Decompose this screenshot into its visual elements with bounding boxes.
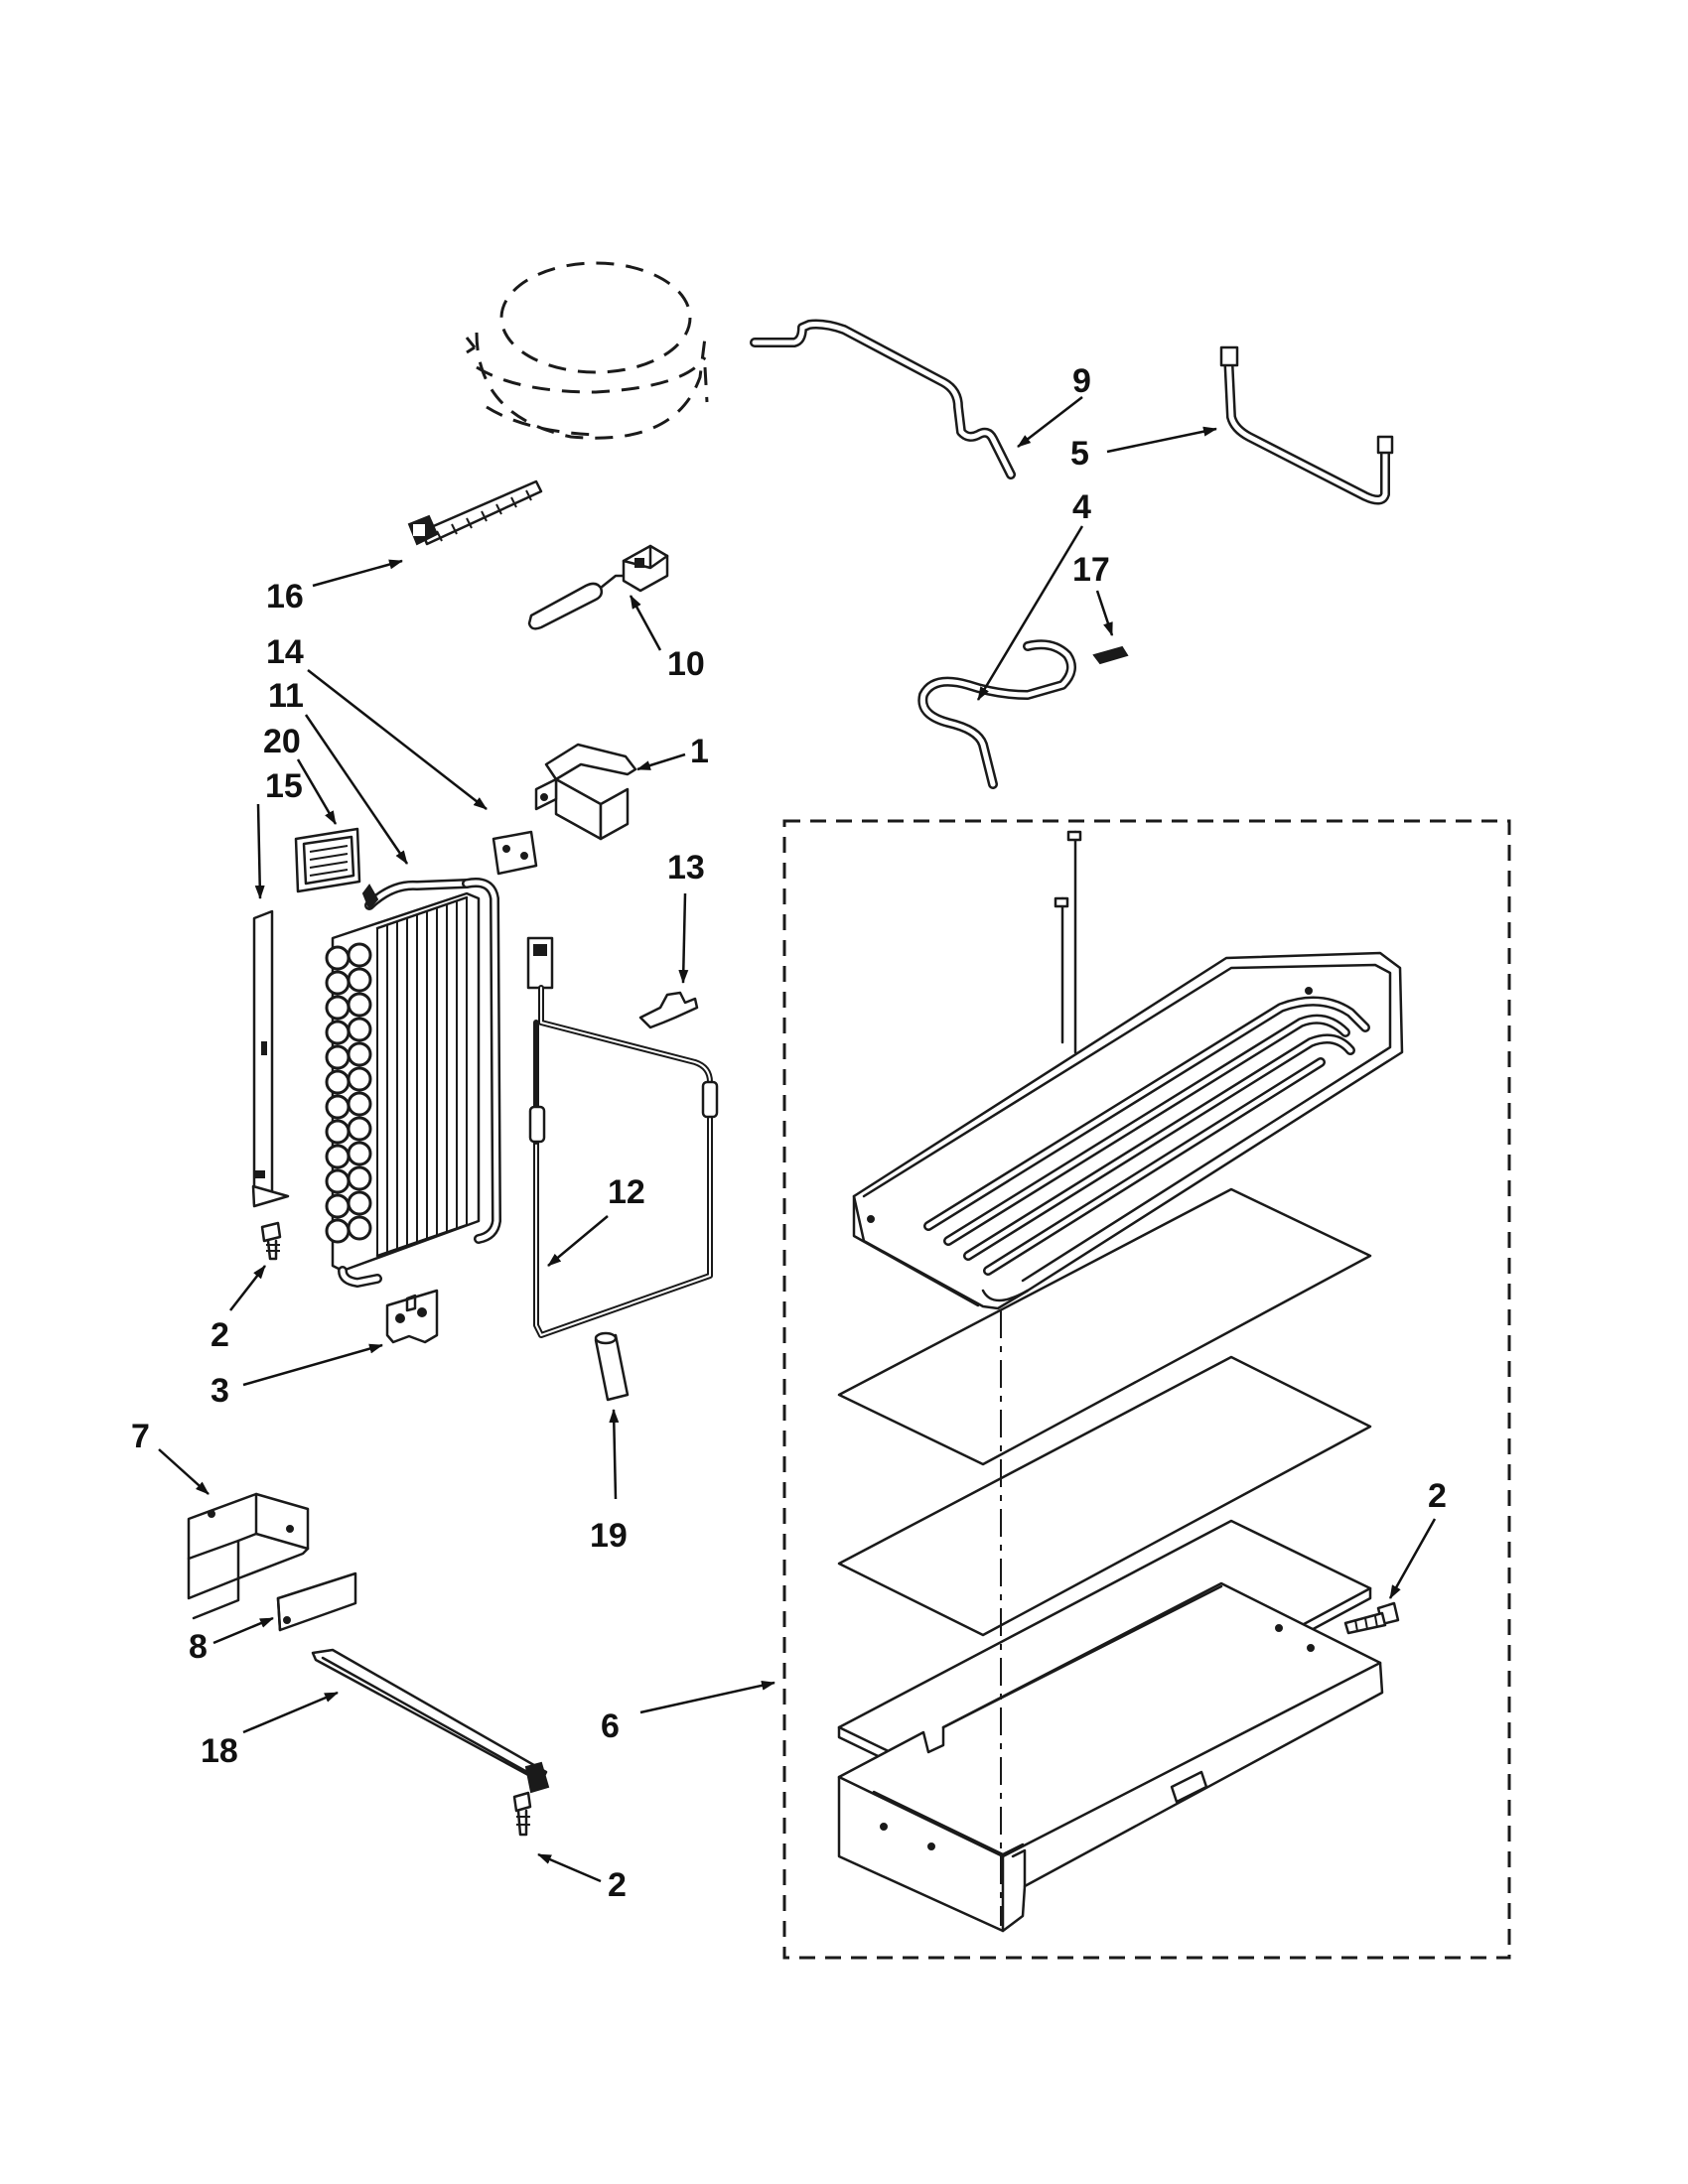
- leader-lines: [158, 396, 1437, 1883]
- callout-15: 15: [265, 767, 303, 805]
- callout-8: 8: [189, 1628, 208, 1666]
- callout-labels: 9 5 4 17 16 10 14 11 20 15 1 13 12 2 3 1…: [131, 362, 1447, 1904]
- callout-5: 5: [1070, 435, 1089, 473]
- callout-6: 6: [601, 1707, 620, 1745]
- callout-2-right: 2: [1428, 1477, 1447, 1515]
- part-7-bracket-box[interactable]: [187, 1492, 310, 1620]
- part-14-plate[interactable]: [492, 830, 538, 876]
- callout-17: 17: [1072, 551, 1110, 589]
- part-2-screw-bottom[interactable]: [512, 1791, 532, 1837]
- part-6-drain-pan-assembly[interactable]: [782, 819, 1511, 1960]
- part-15-strip[interactable]: [251, 909, 290, 1208]
- compressor-phantom: [465, 261, 709, 440]
- part-10-thermistor[interactable]: [527, 544, 669, 630]
- callout-11: 11: [268, 677, 304, 715]
- part-18-rail[interactable]: [311, 1648, 550, 1794]
- callout-18: 18: [201, 1732, 238, 1770]
- callout-16: 16: [266, 578, 304, 615]
- callout-7: 7: [131, 1418, 150, 1455]
- callout-14: 14: [266, 633, 304, 671]
- callout-4: 4: [1072, 488, 1091, 526]
- part-3-bracket[interactable]: [385, 1289, 439, 1344]
- part-20-pad[interactable]: [294, 827, 361, 893]
- callout-3: 3: [211, 1372, 229, 1410]
- callout-1: 1: [690, 733, 709, 770]
- part-17-clip[interactable]: [1092, 645, 1129, 665]
- callout-20: 20: [263, 723, 301, 760]
- part-5-tube[interactable]: [1219, 345, 1394, 505]
- callout-9: 9: [1072, 362, 1091, 400]
- part-16-cable-tie[interactable]: [407, 479, 543, 546]
- evaporator-fins: [375, 895, 469, 1258]
- part-12-heater-harness[interactable]: [526, 936, 719, 1338]
- callout-13: 13: [667, 849, 705, 887]
- part-1-bracket[interactable]: [534, 743, 637, 841]
- part-2-screw-right[interactable]: [1343, 1601, 1400, 1635]
- part-19-sleeve[interactable]: [594, 1331, 630, 1402]
- part-11-evaporator[interactable]: [325, 878, 501, 1288]
- callout-10: 10: [667, 645, 705, 683]
- callout-2-left: 2: [211, 1316, 229, 1354]
- part-9-discharge-tube[interactable]: [750, 319, 1016, 479]
- callout-19: 19: [590, 1517, 628, 1555]
- part-8-plate[interactable]: [276, 1571, 357, 1632]
- heater-element: [923, 996, 1370, 1276]
- callout-12: 12: [608, 1173, 645, 1211]
- evaporator-coil-loops: [325, 942, 372, 1244]
- part-4-tube[interactable]: [917, 639, 1076, 789]
- part-2-screw-left[interactable]: [260, 1221, 282, 1261]
- part-13-clip[interactable]: [638, 991, 699, 1029]
- callout-2-bottom: 2: [608, 1866, 627, 1904]
